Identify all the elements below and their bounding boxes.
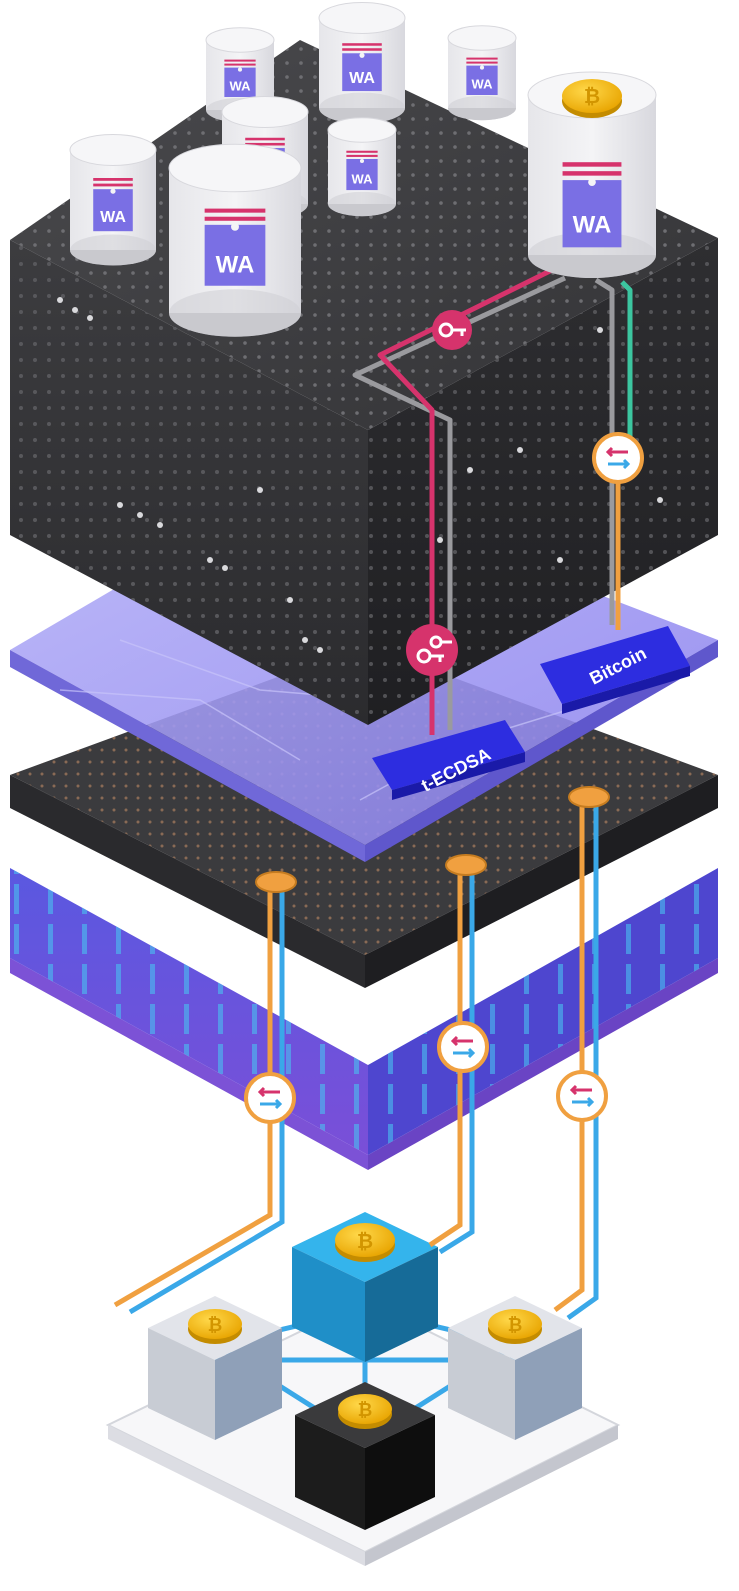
network-connections [113, 800, 599, 1321]
bitcoin-network: ₿ ₿ ₿ ₿ [105, 1212, 621, 1566]
canister-icon: WA [447, 25, 517, 121]
port-icon [255, 871, 297, 893]
bitcoin-coin-icon: ₿ [562, 79, 622, 118]
exchange-arrows-icon [244, 1072, 296, 1124]
canister-label: WA [100, 209, 126, 226]
canister-label: WA [352, 171, 374, 186]
canister-label: WA [349, 70, 375, 87]
canister-icon: WA [318, 2, 406, 124]
bitcoin-node-blue [292, 1212, 438, 1362]
bitcoin-module: Bitcoin [540, 626, 690, 714]
svg-text:₿: ₿ [208, 1315, 223, 1336]
exchange-arrows-icon [437, 1021, 489, 1073]
port-icon [568, 786, 610, 808]
canister-label: WA [230, 79, 252, 94]
key-icon [432, 310, 472, 350]
svg-text:₿: ₿ [508, 1315, 523, 1336]
exchange-arrows-icon [592, 432, 644, 484]
canister-label: WA [472, 77, 494, 92]
canister-label: WA [216, 251, 255, 278]
bitcoin-node-grey-right [448, 1296, 582, 1440]
network-base-plate-edge [108, 1425, 365, 1566]
bitcoin-coin-icon: ₿ [338, 1394, 392, 1429]
canister-icon: WA [327, 117, 397, 217]
exchange-arrows-icon [556, 1070, 608, 1122]
canister-icon: WA [168, 143, 302, 337]
canisters: WAWAWAWAWAWAWAWA₿ [69, 2, 657, 337]
canister-icon: WA [69, 134, 157, 266]
canister-icon: WA ₿ [527, 71, 657, 279]
svg-text:₿: ₿ [584, 84, 600, 108]
svg-text:₿: ₿ [358, 1400, 373, 1421]
bitcoin-node-black [295, 1382, 435, 1530]
subnet-cube [10, 40, 718, 725]
canister-label: WA [573, 212, 612, 239]
subnet-node-layer [10, 868, 718, 1170]
bitcoin-coin-icon: ₿ [335, 1223, 395, 1262]
svg-text:₿: ₿ [357, 1229, 373, 1253]
bitcoin-coin-icon: ₿ [488, 1309, 542, 1344]
port-icon [445, 854, 487, 876]
bitcoin-coin-icon: ₿ [188, 1309, 242, 1344]
double-key-icon [406, 624, 458, 676]
